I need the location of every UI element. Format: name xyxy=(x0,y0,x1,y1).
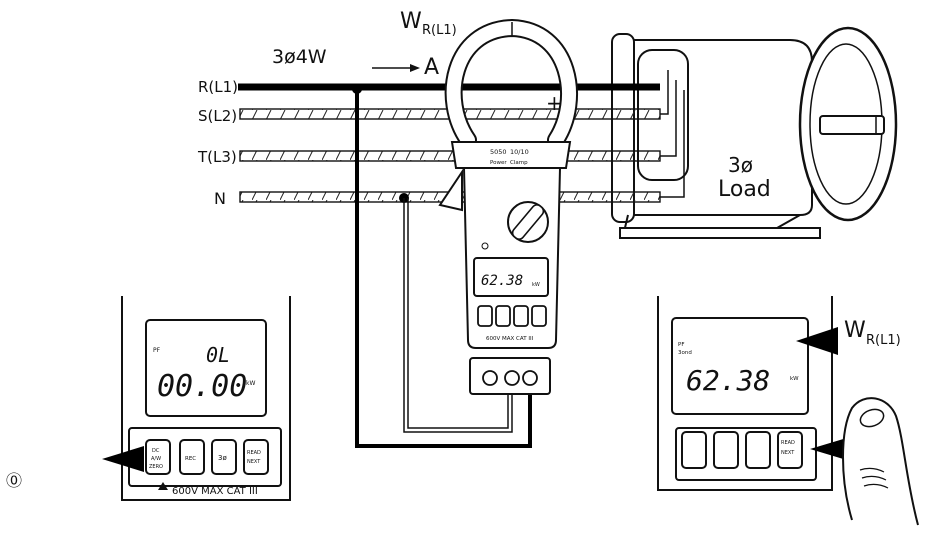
read-next-button[interactable] xyxy=(243,439,269,475)
right-meter-detail: PF 3ond 62.38 kW READ NEXT W R(L1) xyxy=(657,296,901,491)
clamp-button-1[interactable] xyxy=(477,305,493,327)
clamp-cat-label: 600V MAX CAT III xyxy=(486,336,534,342)
right-lcd-phase: 3ond xyxy=(678,350,692,356)
right-button-3[interactable] xyxy=(745,431,771,469)
left-lcd-value: 00.00 xyxy=(157,369,247,404)
measurement-label-main: W xyxy=(400,9,422,34)
system-label: 3ø4W xyxy=(272,46,327,68)
input-jack-com[interactable] xyxy=(482,370,498,386)
input-jack-v-plus[interactable] xyxy=(522,370,538,386)
clamp-button-3[interactable] xyxy=(513,305,529,327)
meter-brand-1: Power xyxy=(490,160,507,166)
dc-button-line3: ZERO xyxy=(149,464,163,470)
left-meter-detail: PF 0L 00.00 kW DC A/W ZERO REC 3ø READ N… xyxy=(102,296,291,501)
clamp-meter: + 5050 10/10 Power Clamp 62.38 kW 600V M… xyxy=(438,18,578,349)
clamp-lcd-unit: kW xyxy=(532,282,540,288)
right-reading-label-sub: R(L1) xyxy=(866,333,901,348)
motor-load: 3ø Load xyxy=(611,26,898,239)
step-marker: ⓪ xyxy=(6,471,22,490)
clamp-lcd-value: 62.38 xyxy=(481,273,523,289)
clamp-lcd xyxy=(473,257,549,297)
line-label-s: S(L2) xyxy=(198,107,237,125)
voltage-lead-outline xyxy=(403,198,513,433)
right-button-1[interactable] xyxy=(681,431,707,469)
meter-brand-2: Clamp xyxy=(510,160,528,166)
jaw-trigger[interactable] xyxy=(438,168,463,212)
polarity-plus-sign: + xyxy=(546,91,563,115)
input-jack-v-minus[interactable] xyxy=(504,370,520,386)
left-lcd xyxy=(145,319,267,417)
right-lcd-unit: kW xyxy=(790,376,799,382)
clamp-button-4[interactable] xyxy=(531,305,547,327)
rec-button-label: REC xyxy=(185,456,196,462)
right-reading-label-main: W xyxy=(844,318,866,343)
test-leads xyxy=(352,84,532,448)
left-lcd-unit: kW xyxy=(246,380,255,387)
meter-subtitle: 10/10 xyxy=(510,148,529,156)
clamp-button-2[interactable] xyxy=(495,305,511,327)
read-button-line2: NEXT xyxy=(247,459,261,465)
right-lcd xyxy=(671,317,809,415)
right-read-next-button[interactable] xyxy=(777,431,803,469)
measurement-label-sub: R(L1) xyxy=(422,23,457,38)
line-label-r: R(L1) xyxy=(198,78,238,96)
reading-pointer-arrow-icon xyxy=(796,327,838,355)
measurement-label: W R(L1) xyxy=(400,9,457,38)
warning-triangle-icon xyxy=(158,482,168,490)
input-jack-block xyxy=(469,357,551,395)
dc-button-line2: A/W xyxy=(151,456,161,462)
right-read-line1: READ xyxy=(781,440,795,446)
load-label-phase: 3ø xyxy=(728,153,753,177)
three-phase-button[interactable] xyxy=(211,439,237,475)
dc-zero-button[interactable] xyxy=(145,439,171,475)
pressing-finger-icon xyxy=(842,397,919,526)
right-lcd-pf: PF xyxy=(678,342,684,348)
arrow-head-icon xyxy=(410,64,420,72)
right-lcd-value: 62.38 xyxy=(686,364,770,397)
dc-button-line1: DC xyxy=(152,448,160,454)
conductor-t xyxy=(239,150,661,162)
rec-button[interactable] xyxy=(179,439,205,475)
line-label-n: N xyxy=(214,189,226,208)
left-cat-label: 600V MAX CAT III xyxy=(172,486,258,497)
left-lcd-pf: PF xyxy=(153,347,161,354)
left-lcd-top-value: 0L xyxy=(206,343,230,367)
load-label-text: Load xyxy=(718,177,771,202)
read-button-pointer-icon xyxy=(810,437,850,461)
read-button-line1: READ xyxy=(247,450,261,456)
current-label: A xyxy=(424,55,439,80)
right-read-line2: NEXT xyxy=(781,450,795,456)
meter-model: 5050 xyxy=(490,148,507,156)
voltage-lead-black xyxy=(355,89,532,448)
right-button-2[interactable] xyxy=(713,431,739,469)
pointer-arrow-icon xyxy=(102,446,144,472)
three-phase-button-label: 3ø xyxy=(218,454,227,462)
line-label-t: T(L3) xyxy=(197,148,237,166)
